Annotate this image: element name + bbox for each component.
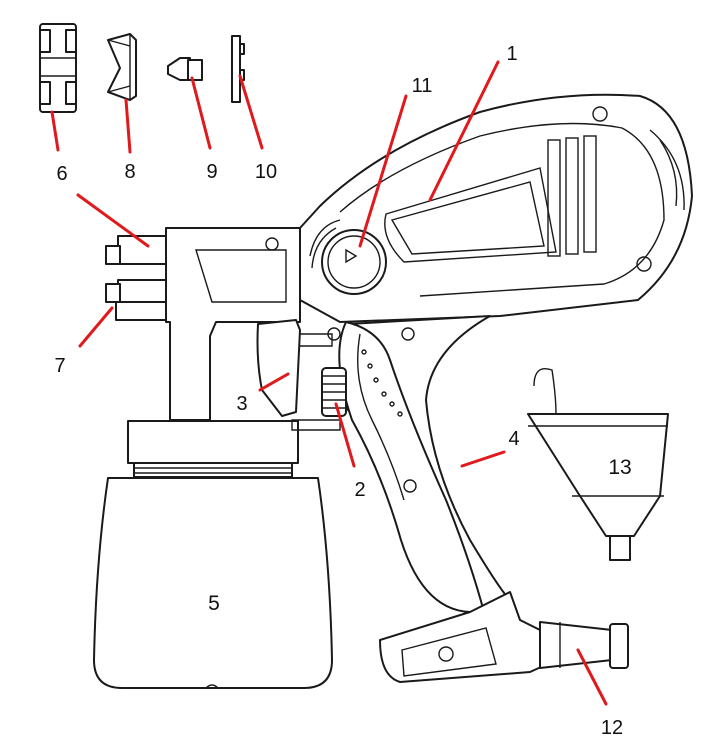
leader-lines	[50, 60, 608, 706]
leader-11	[358, 94, 408, 248]
label-5: 5	[208, 592, 220, 615]
part-10-seal-plate	[231, 35, 245, 103]
label-4: 4	[508, 428, 519, 450]
leader-9	[190, 76, 212, 150]
label-9: 9	[206, 161, 217, 183]
leader-10	[238, 74, 264, 150]
leader-12	[576, 648, 608, 706]
part-6-air-cap-horns	[39, 23, 77, 113]
leader-2	[334, 402, 356, 468]
label-13: 13	[608, 456, 631, 479]
label-1: 1	[506, 43, 517, 65]
label-12: 12	[601, 717, 623, 739]
leader-6	[76, 193, 150, 248]
handle-base	[379, 591, 553, 683]
leader-4	[460, 450, 506, 468]
part-3-trigger	[256, 319, 301, 417]
part-4-handle	[338, 315, 511, 613]
label-6: 6	[56, 163, 67, 185]
part-8-nozzle-holder	[107, 33, 137, 101]
leader-6a	[50, 110, 60, 152]
part-13-funnel	[527, 368, 669, 561]
leader-8	[124, 98, 132, 154]
part-5-paint-container	[93, 420, 333, 689]
leader-1	[428, 60, 500, 202]
label-7: 7	[54, 355, 65, 377]
part-2-flow-dial	[321, 367, 347, 417]
leader-3	[258, 372, 290, 392]
part-1-motor-housing	[299, 93, 693, 341]
part-9-nozzle-tip	[167, 57, 203, 81]
label-2: 2	[354, 479, 365, 501]
label-3: 3	[236, 393, 247, 415]
leader-7	[78, 306, 114, 348]
part-12-hose-connector	[539, 621, 629, 669]
label-8: 8	[124, 161, 135, 183]
part-11-adjustment-knob	[309, 219, 387, 295]
label-11: 11	[412, 75, 433, 97]
label-10: 10	[255, 161, 277, 183]
